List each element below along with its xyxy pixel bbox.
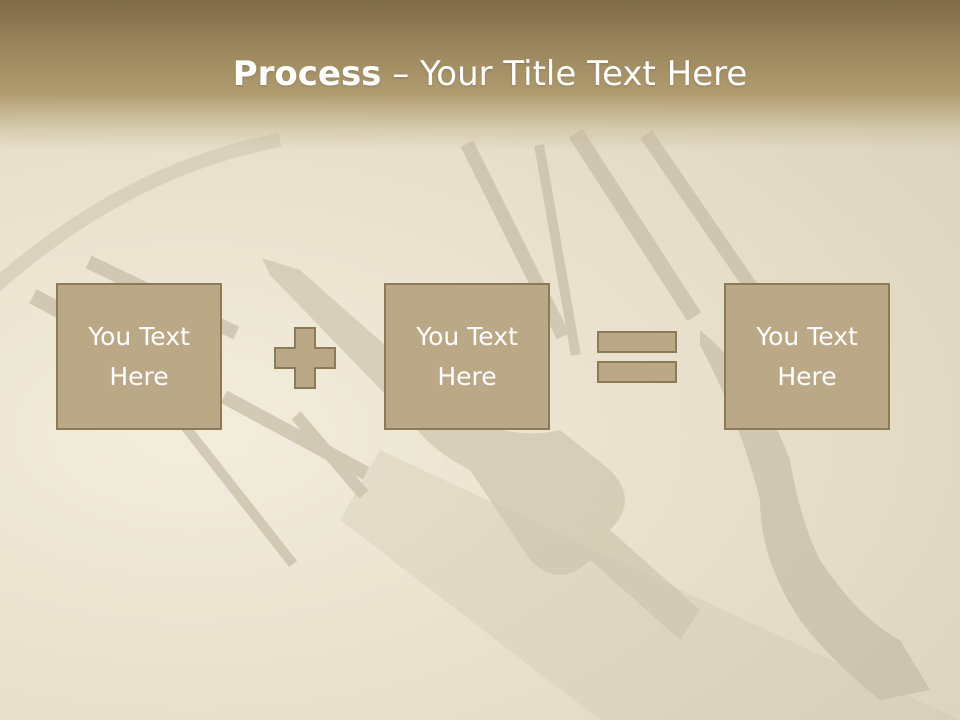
process-box-2: You Text Here xyxy=(384,283,550,430)
title-bar xyxy=(0,0,960,150)
slide-title: Process – Your Title Text Here xyxy=(0,52,960,96)
equals-icon xyxy=(597,331,677,383)
process-box-result-label: You Text Here xyxy=(756,321,858,391)
plus-icon xyxy=(274,327,336,389)
process-box-result: You Text Here xyxy=(724,283,890,430)
title-rest: – Your Title Text Here xyxy=(381,54,748,94)
process-box-1: You Text Here xyxy=(56,283,222,430)
process-box-2-label: You Text Here xyxy=(416,321,518,391)
process-box-1-label: You Text Here xyxy=(88,321,190,391)
title-bold: Process xyxy=(232,54,382,94)
